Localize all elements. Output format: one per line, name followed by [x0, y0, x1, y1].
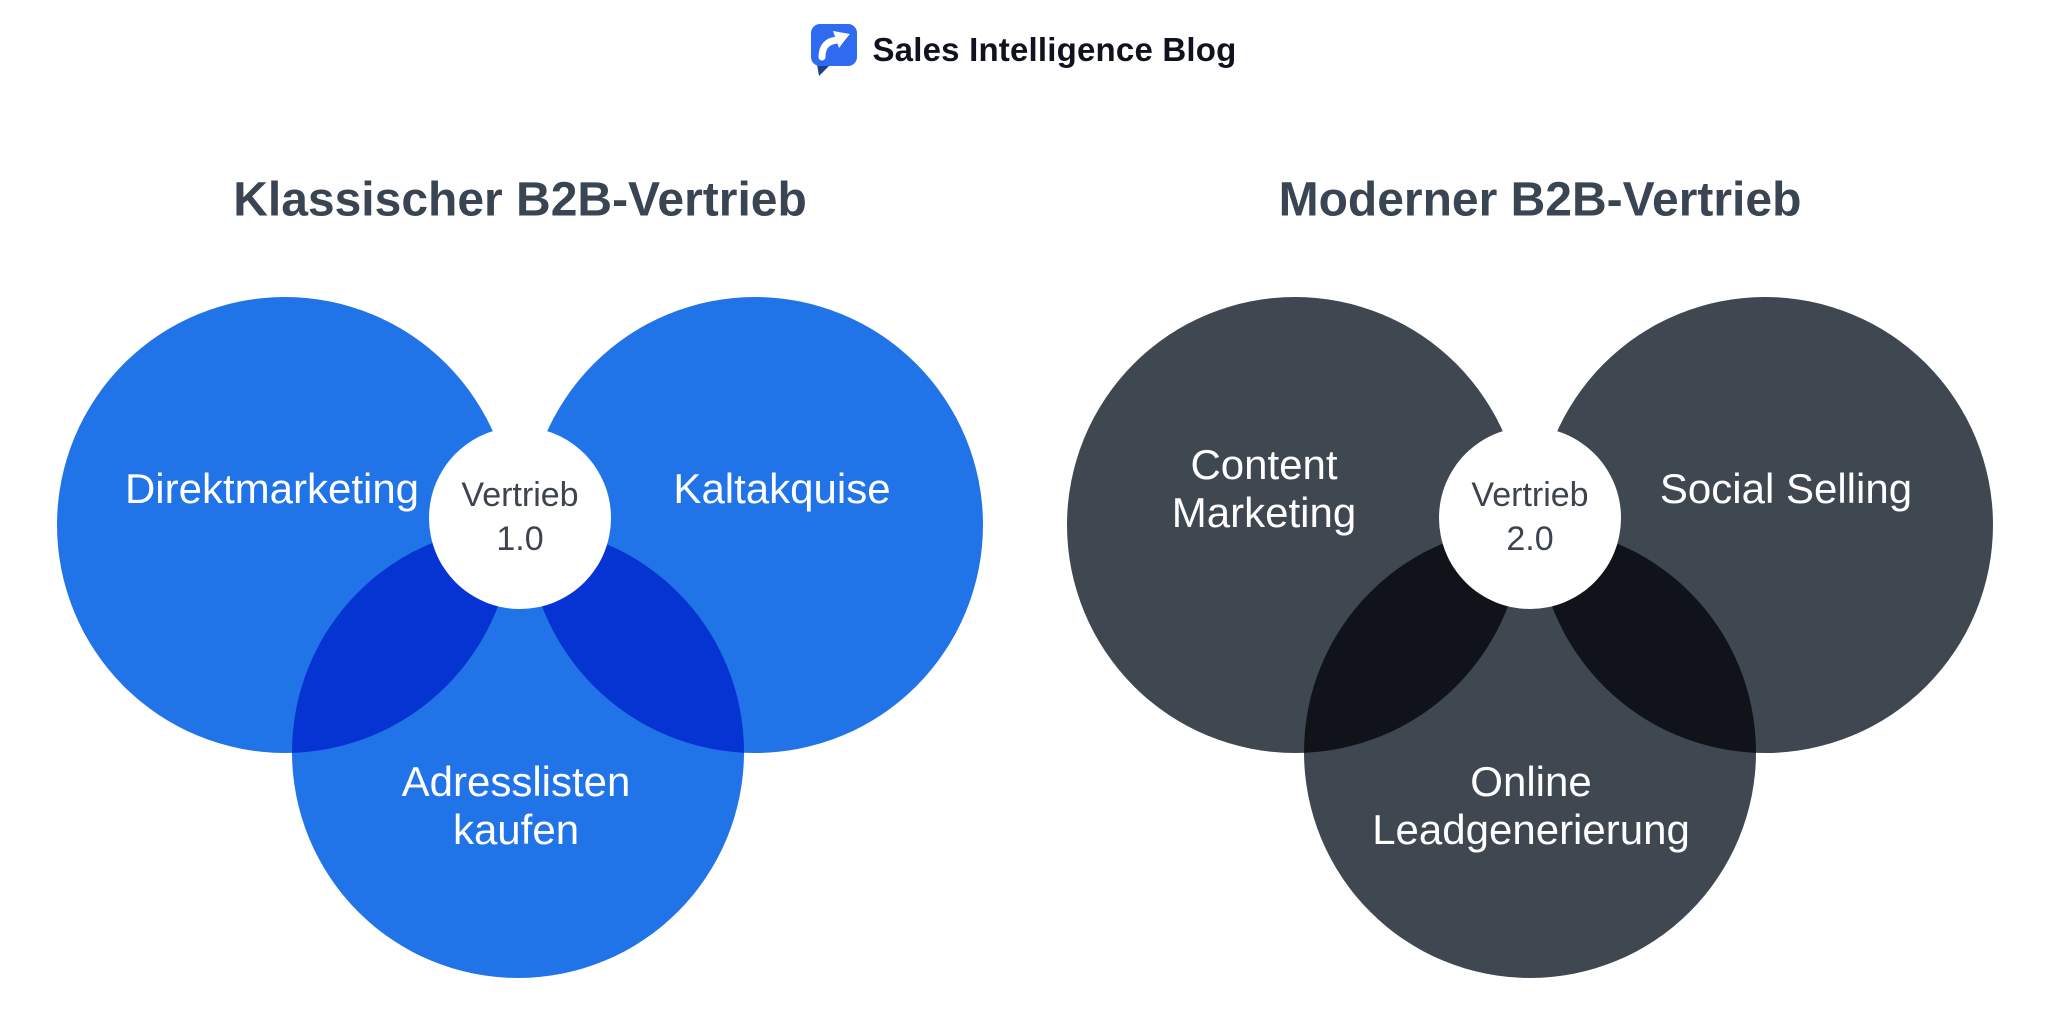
modern-circle-online-leadgenerierung: [1304, 526, 1756, 978]
label-online-leadgenerierung: Online Leadgenerierung: [1372, 758, 1690, 854]
label-online-leadgenerierung-line1: Online: [1470, 758, 1592, 805]
classic-circle-adresslisten: [292, 526, 744, 978]
label-vertrieb-1-0: Vertrieb 1.0: [461, 473, 578, 561]
label-adresslisten-line2: kaufen: [452, 806, 580, 853]
classic-center-hub-circle: [429, 427, 611, 609]
label-adresslisten-kaufen: Adresslisten kaufen: [402, 758, 631, 854]
label-vertrieb-2-0-line2: 2.0: [1506, 520, 1554, 558]
sales-intelligence-logo-icon: [811, 24, 859, 76]
label-vertrieb-1-0-line2: 1.0: [496, 520, 544, 558]
label-adresslisten-line1: Adresslisten: [401, 758, 631, 805]
modern-venn-group: [1067, 297, 1993, 978]
classic-diagram-title: Klassischer B2B-Vertrieb: [233, 173, 807, 227]
blog-logo: Sales Intelligence Blog: [0, 24, 2048, 76]
label-vertrieb-2-0: Vertrieb 2.0: [1471, 473, 1588, 561]
label-kaltakquise: Kaltakquise: [673, 465, 891, 512]
label-online-leadgenerierung-line2: Leadgenerierung: [1372, 806, 1690, 853]
modern-diagram-title: Moderner B2B-Vertrieb: [1278, 173, 1802, 227]
modern-center-hub-circle: [1439, 427, 1621, 609]
label-vertrieb-1-0-line1: Vertrieb: [461, 476, 579, 514]
label-social-selling: Social Selling: [1659, 465, 1913, 512]
classic-venn-group: [57, 297, 983, 978]
label-vertrieb-2-0-line1: Vertrieb: [1471, 476, 1589, 514]
label-content-marketing: Content Marketing: [1172, 441, 1356, 537]
logo-text: Sales Intelligence Blog: [872, 31, 1237, 68]
label-content-marketing-line2: Marketing: [1171, 489, 1357, 536]
label-direktmarketing: Direktmarketing: [124, 465, 420, 512]
label-content-marketing-line1: Content: [1190, 441, 1338, 488]
